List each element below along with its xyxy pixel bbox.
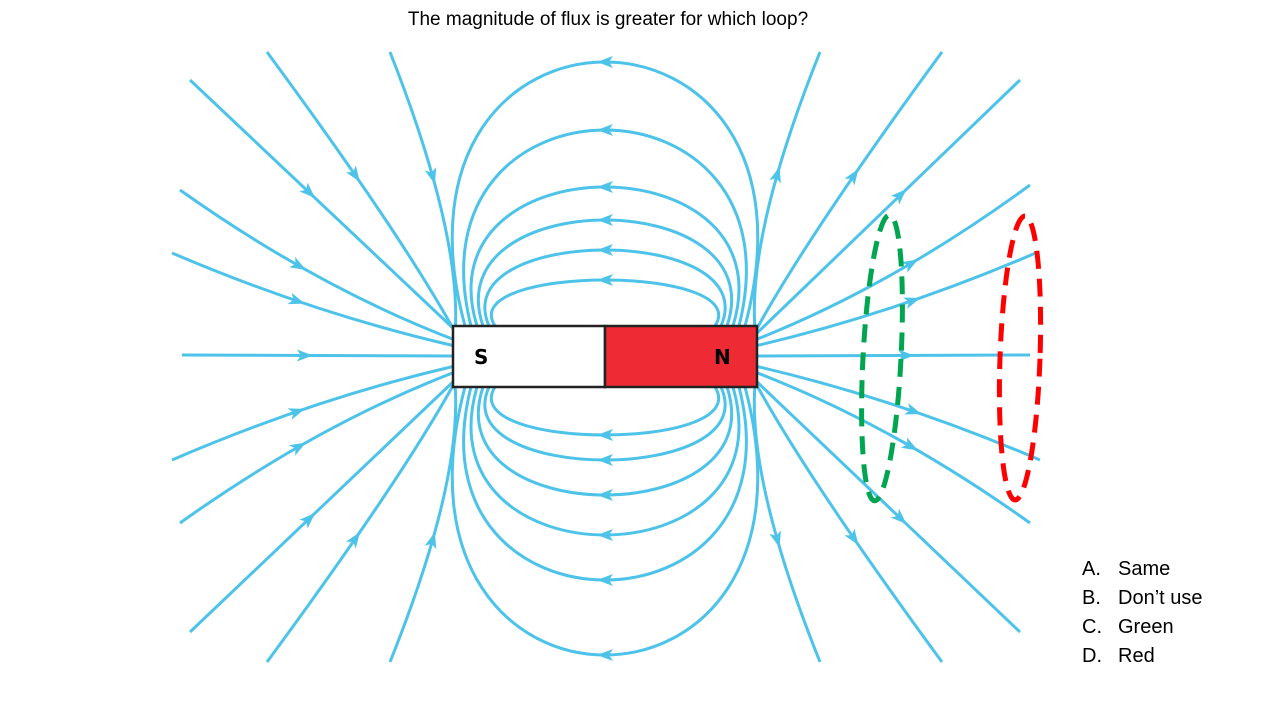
answer-text: Green — [1118, 616, 1174, 638]
field-line — [265, 381, 457, 663]
field-line — [476, 386, 734, 497]
field-line — [171, 251, 456, 348]
field-line — [469, 185, 741, 327]
arrow-icon — [597, 213, 614, 226]
arrow-icon — [901, 259, 919, 273]
bar-magnet: S N — [451, 324, 759, 389]
arrow-icon — [597, 243, 614, 256]
field-line — [754, 353, 1031, 358]
field-line — [188, 378, 457, 634]
answer-text: Same — [1118, 558, 1171, 580]
field-line — [753, 378, 1022, 634]
arrow-icon — [345, 165, 360, 183]
field-line — [752, 383, 822, 663]
field-line — [490, 278, 720, 327]
arrow-icon — [898, 349, 915, 362]
field-line — [450, 60, 760, 327]
field-line — [179, 188, 456, 342]
arrow-icon — [904, 403, 922, 415]
arrow-icon — [844, 528, 859, 546]
arrow-icon — [299, 182, 316, 198]
answer-d[interactable]: D. Red — [1082, 645, 1155, 668]
arrow-icon — [901, 437, 918, 451]
field-line — [490, 386, 720, 437]
answer-text: Don’t use — [1118, 587, 1203, 609]
arrow-icon — [597, 123, 614, 136]
green-loop — [859, 212, 905, 504]
answer-letter: D. — [1082, 645, 1102, 667]
field-line — [171, 364, 456, 462]
field-line — [753, 78, 1022, 337]
arrow-icon — [597, 273, 614, 286]
arrow-icon — [424, 532, 437, 550]
red-loop — [996, 213, 1044, 503]
north-pole — [603, 324, 759, 389]
arrow-icon — [597, 489, 614, 502]
arrow-icon — [769, 530, 781, 548]
field-line — [754, 250, 1039, 348]
question-title: The magnitude of flux is greater for whi… — [407, 9, 809, 30]
answer-a[interactable]: A. Same — [1082, 558, 1170, 581]
answer-letter: A. — [1082, 558, 1101, 580]
field-line — [754, 183, 1031, 342]
arrow-icon — [287, 408, 305, 420]
south-pole — [451, 324, 607, 389]
field-line — [483, 248, 727, 327]
arrow-icon — [287, 292, 305, 305]
answer-b[interactable]: B. Don’t use — [1082, 587, 1203, 610]
arrow-icon — [289, 256, 307, 270]
arrow-icon — [597, 55, 614, 68]
arrow-icon — [296, 349, 313, 362]
field-line — [753, 381, 944, 663]
arrow-icon — [597, 574, 614, 587]
arrow-icon — [903, 297, 921, 309]
arrow-icon — [597, 429, 614, 442]
field-line — [388, 51, 458, 336]
field-line — [181, 353, 456, 358]
arrow-icon — [769, 166, 781, 184]
arrow-icon — [597, 649, 614, 662]
arrow-icon — [597, 529, 614, 542]
field-line — [752, 51, 822, 331]
field-line — [754, 370, 1031, 525]
north-label: N — [714, 345, 731, 369]
arrow-icon — [424, 167, 437, 185]
arrow-icon — [299, 513, 316, 529]
south-label: S — [474, 345, 488, 369]
answer-letter: B. — [1082, 587, 1101, 609]
arrow-icon — [890, 508, 907, 525]
field-line — [388, 383, 458, 663]
field-arrows — [287, 55, 922, 662]
arrow-icon — [597, 180, 614, 193]
arrow-icon — [844, 168, 859, 186]
field-line — [188, 78, 457, 332]
field-line — [476, 218, 734, 327]
field-line — [265, 51, 457, 333]
arrow-icon — [345, 531, 360, 549]
field-line — [450, 386, 760, 657]
arrow-icon — [890, 189, 907, 205]
field-line — [753, 51, 944, 333]
arrow-icon — [596, 454, 614, 467]
answer-c[interactable]: C. Green — [1082, 616, 1174, 639]
answer-text: Red — [1118, 645, 1155, 667]
answer-letter: C. — [1082, 616, 1102, 638]
arrow-icon — [289, 442, 306, 456]
field-line — [179, 370, 456, 525]
